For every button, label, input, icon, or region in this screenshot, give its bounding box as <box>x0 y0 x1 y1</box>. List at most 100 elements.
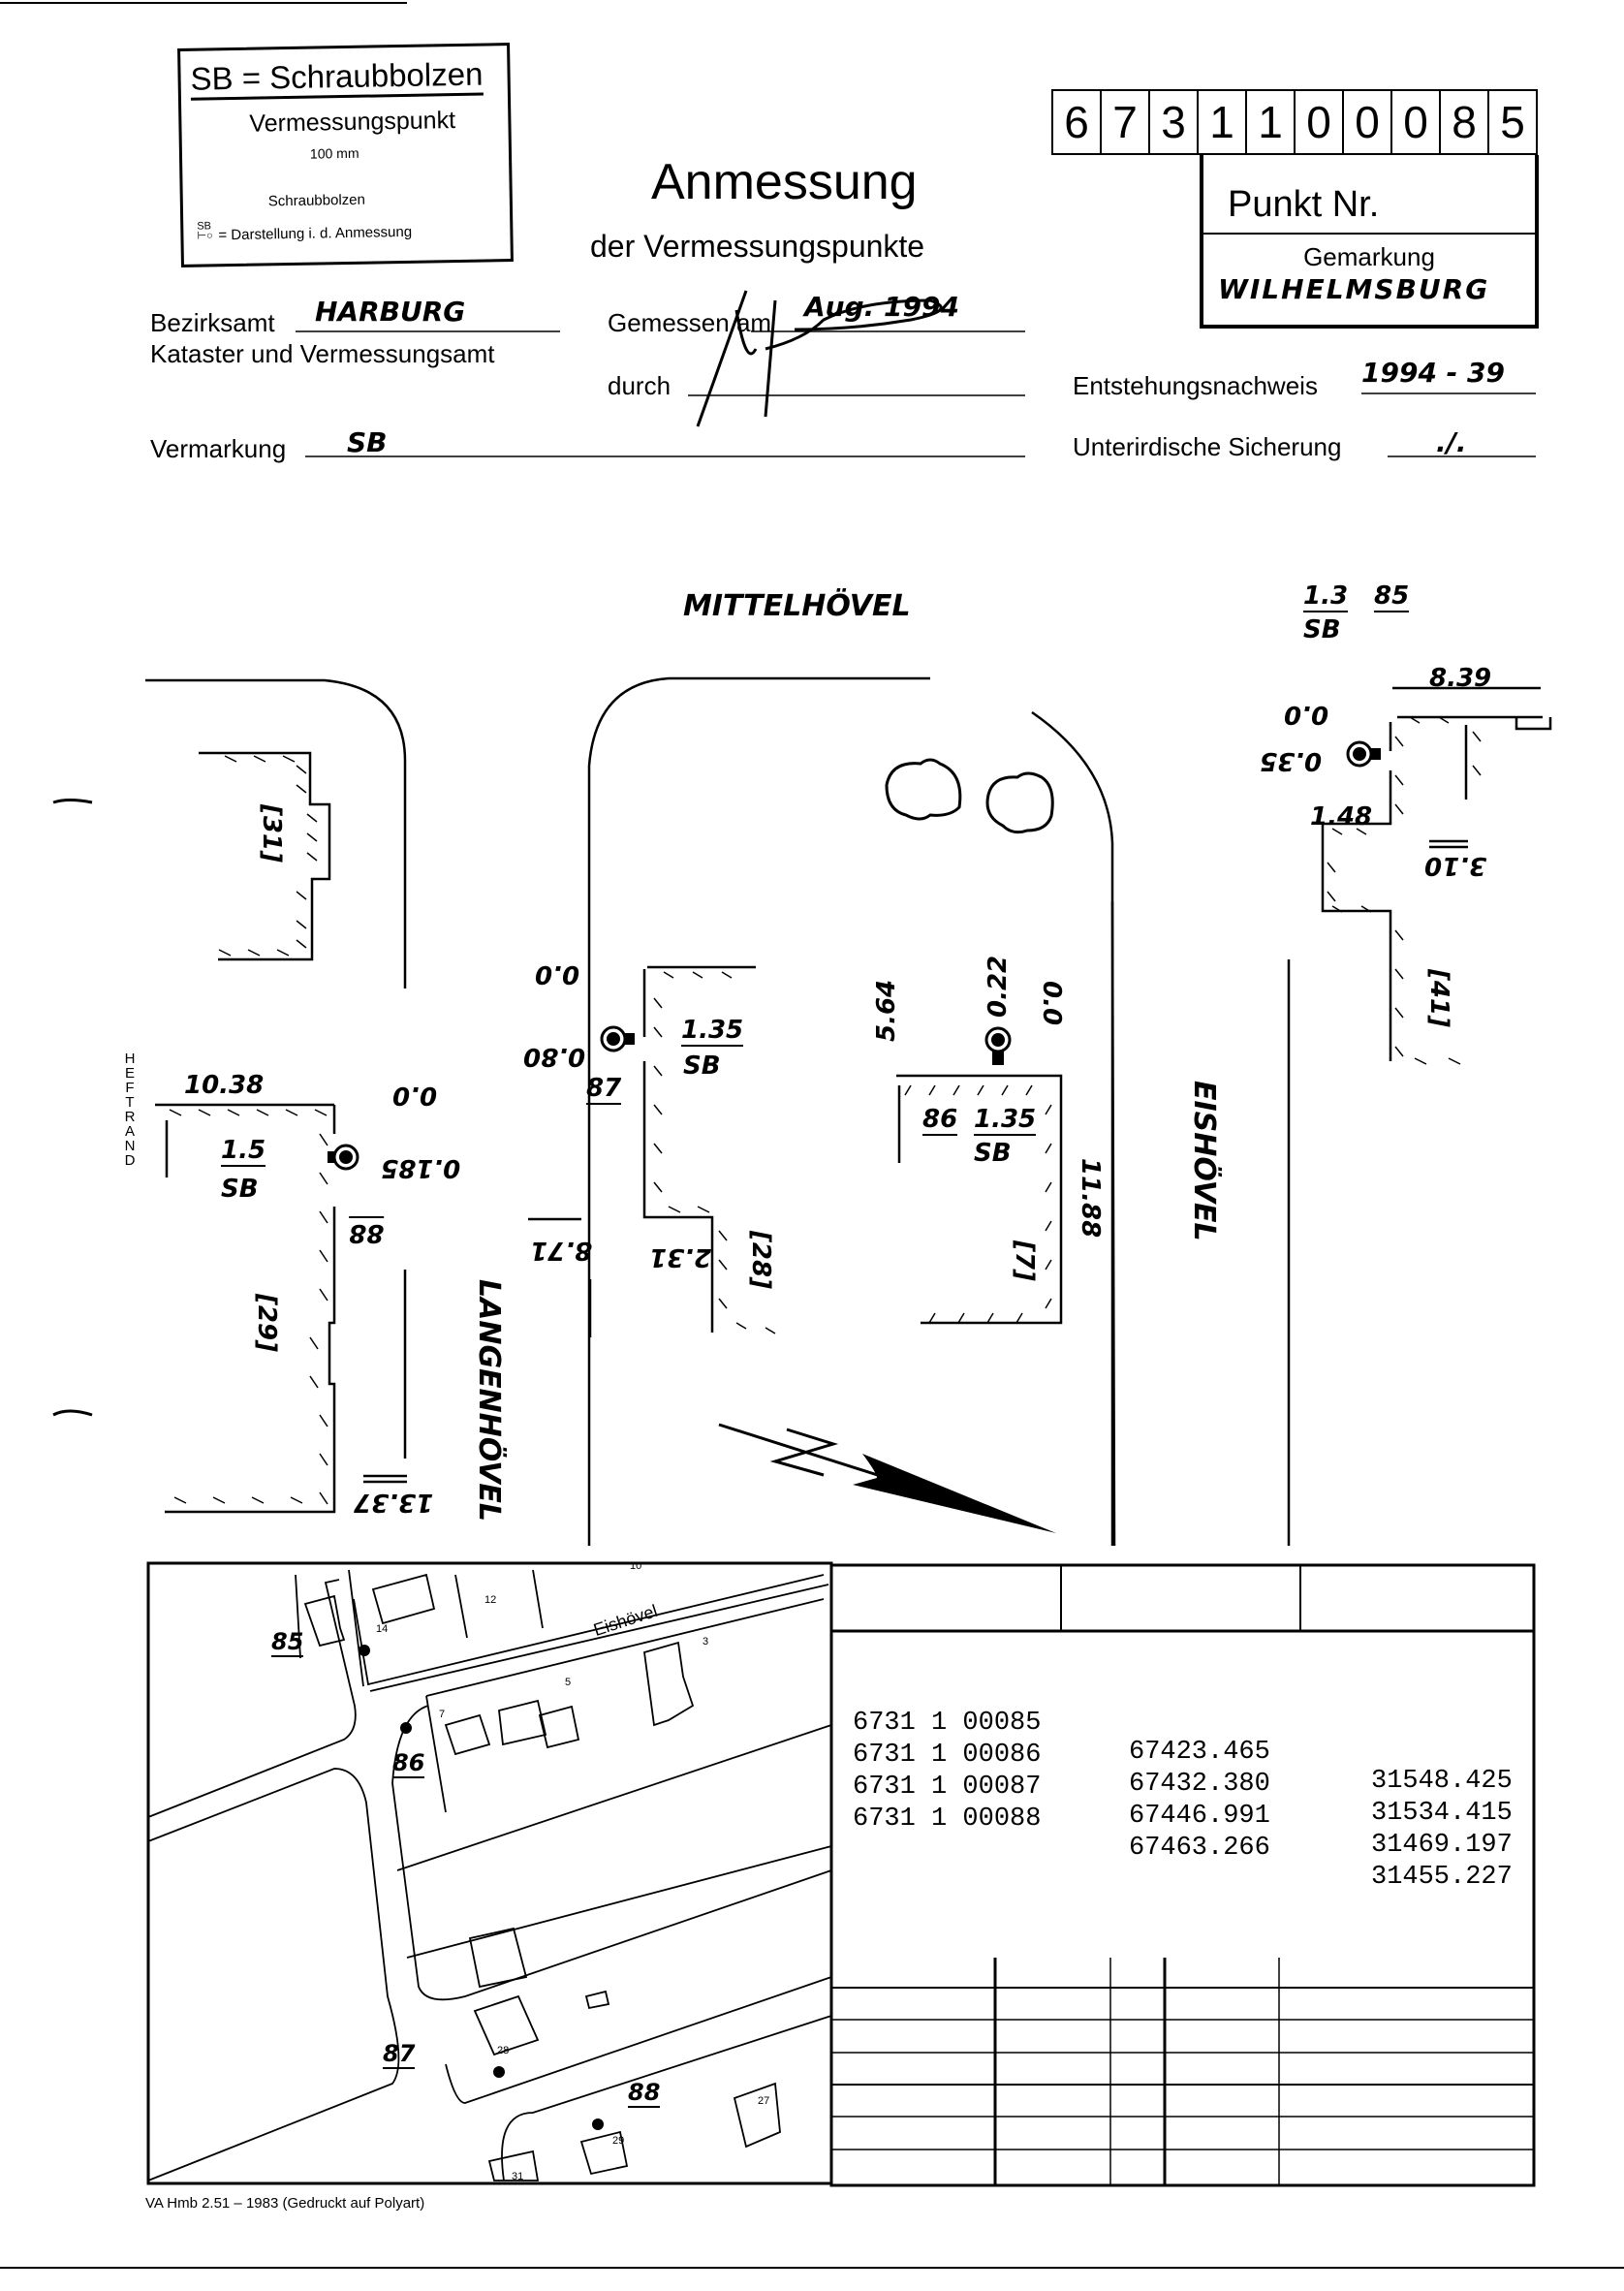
map-house-number: 29 <box>612 2135 625 2147</box>
digit-box: 6 <box>1051 89 1102 155</box>
map-house-number: 10 <box>630 1560 642 1572</box>
house-31-label: [31] <box>257 804 286 863</box>
durch-label: durch <box>608 371 671 400</box>
point-88-id: 88 <box>349 1216 385 1247</box>
cell-x: 67446.991 <box>1129 1802 1270 1831</box>
bezirksamt-value[interactable]: HARBURG <box>315 296 466 328</box>
point-86-house: [7] <box>1010 1240 1039 1281</box>
street-label-eishoevel: EISHÖVEL <box>1187 1081 1221 1241</box>
digit-box: 5 <box>1487 89 1538 155</box>
legend-subtitle: Vermessungspunkt <box>249 107 456 138</box>
point-85-type: SB <box>1303 615 1341 644</box>
map-point-label: 86 <box>392 1749 425 1778</box>
point-86-type: SB <box>974 1139 1012 1168</box>
point-87-d2: 0.80 <box>523 1042 586 1071</box>
north-arrow-icon <box>718 1423 1056 1533</box>
table-row: 6731 1 00086 67432.380 31534.415 <box>853 1711 1513 1857</box>
digit-box: 1 <box>1197 89 1247 155</box>
point-number-box: Punkt Nr. Gemarkung WILHELMSBURG <box>1200 155 1539 329</box>
legend-symbol-meaning: = Darstellung i. d. Anmessung <box>218 223 413 244</box>
gemessen-value[interactable]: Aug. 1994 <box>804 291 959 323</box>
heftrand-label: HEFTRAND <box>124 1051 136 1169</box>
unterirdisch-label: Unterirdische Sicherung <box>1073 432 1342 461</box>
gemessen-label: Gemessen am <box>608 308 772 337</box>
cell-point: 6731 1 00088 <box>853 1805 1042 1834</box>
signature-scribble <box>696 290 943 427</box>
map-house-number: 3 <box>703 1636 709 1648</box>
point-86-d1: 0.22 <box>984 955 1013 1018</box>
cell-point: 6731 1 00085 <box>853 1709 1042 1738</box>
point-86-height: 1.35 <box>974 1105 1037 1136</box>
point-88-side-b: 13.37 <box>354 1488 434 1517</box>
cell-point: 6731 1 00086 <box>853 1741 1042 1770</box>
point-87-type: SB <box>683 1051 721 1081</box>
map-house-number: 28 <box>497 2045 510 2056</box>
bezirksamt-label: Bezirksamt <box>150 308 275 337</box>
field-sketch <box>145 676 1552 1547</box>
point-85-d1: 0.0 <box>1284 700 1329 729</box>
point-88-house: [29] <box>252 1294 281 1352</box>
map-house-number: 7 <box>439 1709 446 1720</box>
point-87-id: 87 <box>586 1074 622 1105</box>
cell-y: 31548.425 <box>1371 1767 1513 1796</box>
coordinate-table: 6731 1 00085 67423.465 31548.425 6731 1 … <box>853 1679 1531 1892</box>
tree-icons <box>885 758 1054 834</box>
map-house-number: 27 <box>758 2095 770 2107</box>
cell-x: 67423.465 <box>1129 1738 1270 1767</box>
table-row: 6731 1 00085 67423.465 31548.425 <box>853 1679 1513 1825</box>
digit-box: 3 <box>1148 89 1199 155</box>
sb-symbol-icon: SB⊢○ <box>197 220 213 242</box>
cell-x: 67432.380 <box>1129 1770 1270 1799</box>
digit-box: 0 <box>1390 89 1441 155</box>
point-85-side-a: 8.39 <box>1429 664 1492 693</box>
point-85-height: 1.3 <box>1303 581 1349 612</box>
map-house-number: 5 <box>565 1677 572 1688</box>
coordinate-table-grid <box>829 1563 1536 2187</box>
vermarkung-value[interactable]: SB <box>347 426 388 458</box>
map-point-label: 88 <box>628 2079 661 2108</box>
point-number-label: Punkt Nr. <box>1228 184 1380 225</box>
point-85-side-b: 1.48 <box>1310 802 1373 832</box>
gemarkung-label: Gemarkung <box>1303 242 1435 271</box>
point-88-height: 1.5 <box>221 1136 266 1167</box>
digit-box: 1 <box>1245 89 1296 155</box>
gemarkung-value: WILHELMSBURG <box>1218 273 1490 305</box>
point-88-d2: 0.185 <box>381 1153 461 1182</box>
legend-title: SB = Schraubbolzen <box>190 55 484 101</box>
point-85-house: [41] <box>1424 969 1453 1027</box>
kataster-label: Kataster und Vermessungsamt <box>150 339 495 368</box>
point-87-side-b: 2.31 <box>649 1242 712 1271</box>
cell-y: 31455.227 <box>1371 1863 1513 1892</box>
survey-point-symbols <box>328 740 1381 1171</box>
point-88-d1: 0.0 <box>392 1081 438 1110</box>
page-subtitle: der Vermessungspunkte <box>590 229 925 264</box>
point-85-id: 85 <box>1374 581 1410 612</box>
cadastral-map <box>146 1561 833 2185</box>
entstehung-value[interactable]: 1994 - 39 <box>1361 357 1506 389</box>
map-house-number: 12 <box>484 1594 497 1606</box>
legend-dimension: 100 mm <box>309 144 359 162</box>
point-88-type: SB <box>221 1175 259 1204</box>
map-house-number: 14 <box>376 1623 389 1635</box>
point-86-side-b: 11.88 <box>1076 1158 1105 1239</box>
street-label-langenhoevel: LANGENHÖVEL <box>472 1279 506 1522</box>
page-title: Anmessung <box>651 154 918 210</box>
entstehung-label: Entstehungsnachweis <box>1073 371 1318 400</box>
vermarkung-label: Vermarkung <box>150 434 287 463</box>
digit-box: 7 <box>1100 89 1150 155</box>
cell-point: 6731 1 00087 <box>853 1773 1042 1802</box>
street-label-mittelhoevel: MITTELHÖVEL <box>683 589 911 623</box>
point-87-d1: 0.0 <box>535 959 580 989</box>
table-row: 6731 1 00087 67446.991 31469.197 <box>853 1743 1513 1889</box>
cell-y: 31534.415 <box>1371 1799 1513 1828</box>
map-house-number: 31 <box>512 2171 524 2182</box>
legend-bolt-label: Schraubbolzen <box>267 191 366 210</box>
point-87-side-a: 8.71 <box>530 1236 593 1265</box>
point-86-side-a: 5.64 <box>872 979 901 1042</box>
legend-box: SB = Schraubbolzen Vermessungspunkt 100 … <box>177 43 514 267</box>
map-point-label: 87 <box>383 2040 416 2069</box>
unterirdisch-value[interactable]: ./. <box>1436 426 1467 458</box>
point-86-d2: 0.0 <box>1037 981 1066 1026</box>
point-88-side-a: 10.38 <box>184 1071 265 1100</box>
map-point-label: 85 <box>271 1628 304 1657</box>
